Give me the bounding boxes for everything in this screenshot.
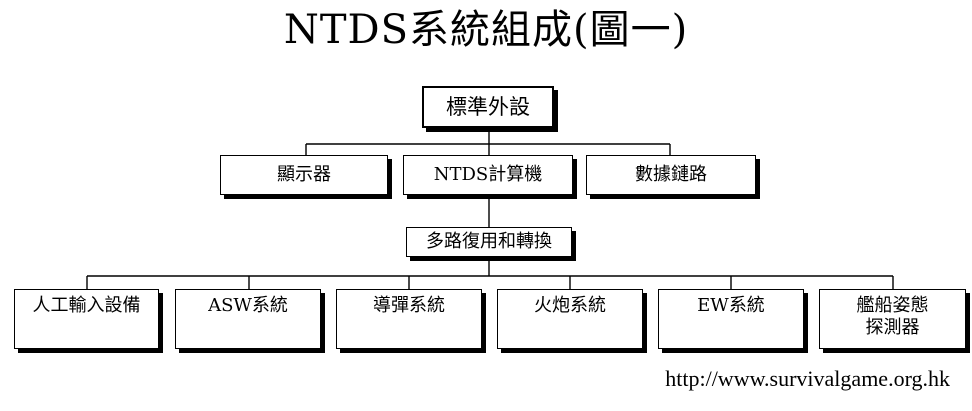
node-ew-system-label: EW系統 bbox=[697, 295, 765, 316]
node-ew-system: EW系統 bbox=[658, 289, 804, 349]
node-asw-system-label: ASW系統 bbox=[208, 295, 288, 316]
source-url: http://www.survivalgame.org.hk bbox=[665, 366, 950, 391]
node-ship-attitude-sensor-label: 艦船姿態 探測器 bbox=[856, 295, 929, 338]
node-gun-system: 火炮系統 bbox=[497, 289, 643, 349]
node-asw-system: ASW系統 bbox=[175, 289, 321, 349]
node-display-label: 顯示器 bbox=[277, 164, 331, 185]
node-data-link: 數據鏈路 bbox=[586, 155, 756, 195]
node-standard-peripherals-label: 標準外設 bbox=[446, 95, 530, 119]
node-multiplexing-conversion-label: 多路復用和轉換 bbox=[426, 231, 552, 252]
node-standard-peripherals: 標準外設 bbox=[422, 86, 554, 128]
node-manual-input-device: 人工輸入設備 bbox=[14, 289, 159, 349]
node-manual-input-device-label: 人工輸入設備 bbox=[32, 295, 141, 316]
node-multiplexing-conversion: 多路復用和轉換 bbox=[406, 227, 572, 257]
node-display: 顯示器 bbox=[220, 155, 388, 195]
node-data-link-label: 數據鏈路 bbox=[635, 164, 707, 185]
node-ntds-computer-label: NTDS計算機 bbox=[433, 164, 543, 185]
node-ntds-computer: NTDS計算機 bbox=[403, 155, 573, 195]
node-ship-attitude-sensor: 艦船姿態 探測器 bbox=[819, 289, 966, 349]
diagram-title: NTDS系統組成(圖一) bbox=[283, 7, 689, 53]
node-gun-system-label: 火炮系統 bbox=[534, 295, 606, 316]
node-missile-system-label: 導彈系統 bbox=[373, 295, 445, 316]
node-missile-system: 導彈系統 bbox=[336, 289, 482, 349]
